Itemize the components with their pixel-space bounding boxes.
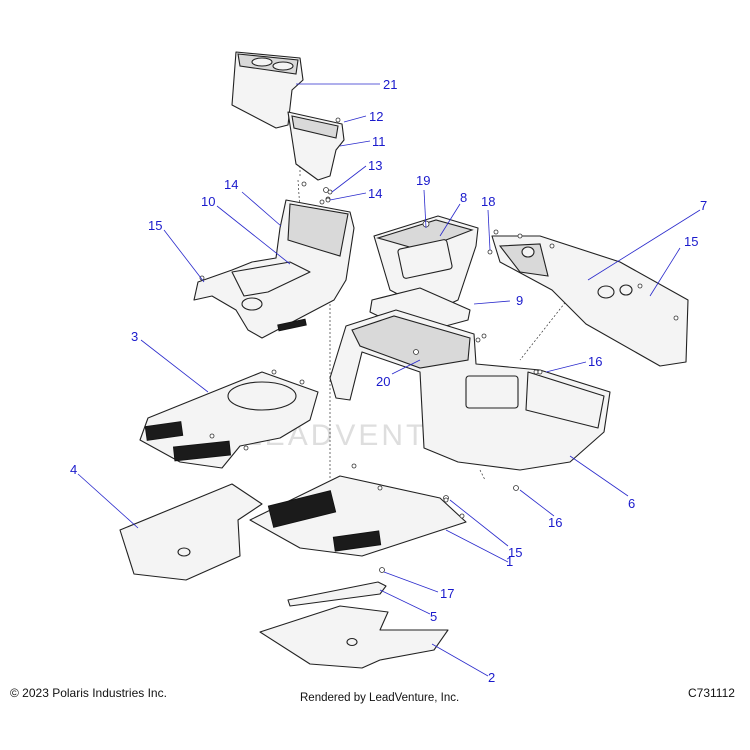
rendered-by-credit: Rendered by LeadVenture, Inc. xyxy=(300,692,460,704)
callout-20: 20 xyxy=(376,374,390,389)
leader-lines xyxy=(77,83,701,677)
copyright-notice: © 2023 Polaris Industries Inc. xyxy=(10,686,167,700)
callout-16-lower: 16 xyxy=(548,515,562,530)
part-10-center-console xyxy=(193,199,355,339)
callout-14-left: 14 xyxy=(224,177,238,192)
callout-17: 17 xyxy=(440,586,454,601)
callout-11: 11 xyxy=(372,134,386,149)
part-6-tunnel-cover xyxy=(329,309,611,491)
hardware-fasteners xyxy=(325,189,543,503)
callout-13: 13 xyxy=(368,158,382,173)
part-3-left-floor-panel xyxy=(139,369,319,469)
callout-21: 21 xyxy=(383,77,397,92)
callout-labels: 21 12 11 13 14 14 19 8 18 7 15 10 15 9 3… xyxy=(70,77,707,685)
callout-15-lower: 15 xyxy=(508,545,522,560)
callout-5: 5 xyxy=(430,609,437,624)
callout-18: 18 xyxy=(481,194,495,209)
part-21-console-top xyxy=(231,51,304,129)
callout-3: 3 xyxy=(131,329,138,344)
callout-15-left: 15 xyxy=(148,218,162,233)
part-7-dash-bracket xyxy=(491,229,689,367)
callout-12: 12 xyxy=(369,109,383,124)
callout-10: 10 xyxy=(201,194,215,209)
callout-2: 2 xyxy=(488,670,495,685)
callout-4: 4 xyxy=(70,462,77,477)
callout-6: 6 xyxy=(628,496,635,511)
callout-19: 19 xyxy=(416,173,430,188)
part-1-right-floor-panel xyxy=(249,463,467,557)
callout-14-right: 14 xyxy=(368,186,382,201)
part-11-console-mid xyxy=(287,111,345,202)
part-2-right-floor-mat xyxy=(259,605,449,669)
callout-16-upper: 16 xyxy=(588,354,602,369)
figure-code: C731112 xyxy=(688,686,735,700)
callout-9: 9 xyxy=(516,293,523,308)
callout-7: 7 xyxy=(700,198,707,213)
callout-15-right: 15 xyxy=(684,234,698,249)
part-4-left-floor-mat xyxy=(119,483,263,581)
callout-8: 8 xyxy=(460,190,467,205)
part-5-strap xyxy=(287,567,387,607)
callout-1: 1 xyxy=(506,554,513,569)
